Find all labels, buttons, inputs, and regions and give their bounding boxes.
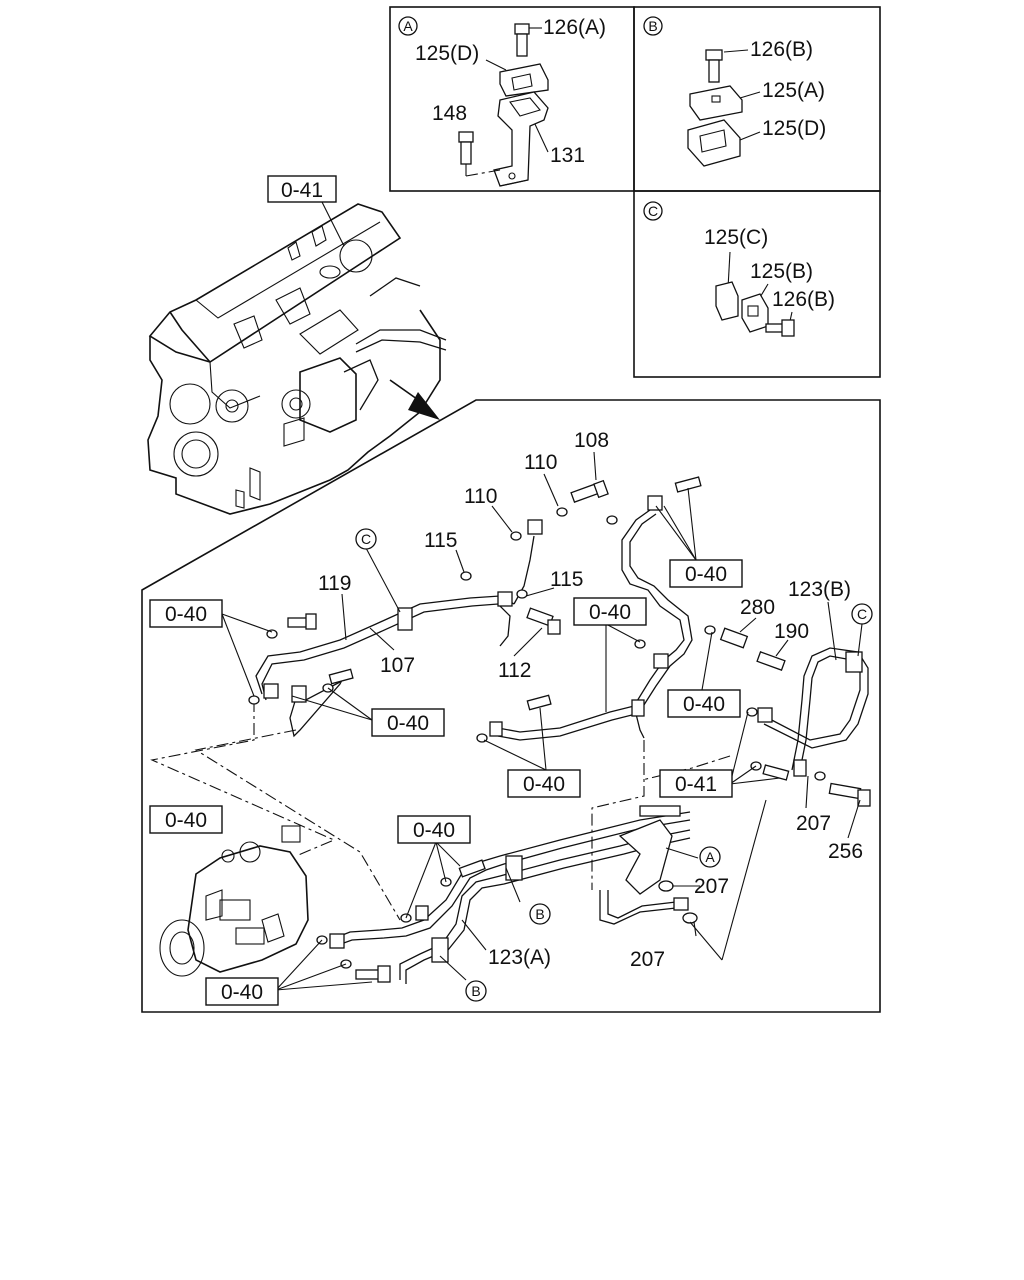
- label-148: 148: [432, 102, 467, 125]
- ref-box-7: 0-40: [149, 805, 223, 834]
- label-119: 119: [318, 572, 351, 595]
- ref-box-9-label: 0-40: [221, 981, 263, 1004]
- label-126a: 126(A): [543, 16, 606, 39]
- label-123a: 123(A): [488, 946, 551, 969]
- label-256: 256: [828, 840, 863, 863]
- ref-box-9: 0-40: [205, 977, 279, 1006]
- inset-a: A 126(A) 125(D) 148 131: [398, 16, 606, 187]
- svg-text:A: A: [705, 849, 715, 865]
- inset-b: B 126(B) 125(A) 125(D): [643, 16, 826, 167]
- svg-text:B: B: [471, 983, 480, 999]
- label-126b-c: 126(B): [772, 288, 835, 311]
- label-125b-c: 125(B): [750, 260, 813, 283]
- label-207-b: 207: [694, 875, 729, 898]
- bracket-131-drawing: [493, 91, 549, 187]
- ref-box-5: 0-40: [667, 689, 741, 718]
- bolt-126b-b-drawing: [705, 49, 723, 83]
- engine-ref-label: 0-41: [281, 179, 323, 202]
- ref-box-6-label: 0-40: [523, 773, 565, 796]
- label-125d-b: 125(D): [762, 117, 826, 140]
- marker-b-1: B: [529, 903, 551, 925]
- ref-box-8: 0-40: [397, 815, 471, 844]
- inset-b-marker: B: [648, 18, 657, 34]
- ref-box-7-label: 0-40: [165, 809, 207, 832]
- label-115-a: 115: [424, 529, 457, 552]
- bolt-126b-c-drawing: [765, 319, 795, 337]
- small-parts: [248, 476, 871, 983]
- ref-box-2: 0-40: [371, 708, 445, 737]
- ref-box-4-label: 0-40: [685, 563, 727, 586]
- label-125c: 125(C): [704, 226, 768, 249]
- detail-frame: [141, 399, 881, 1013]
- inset-c: C 125(C) 125(B) 126(B): [643, 201, 835, 337]
- injection-pump-drawing: [159, 825, 309, 977]
- clamp-125d-b-drawing: [687, 119, 741, 167]
- label-115-b: 115: [550, 568, 583, 591]
- bolt-148-drawing: [458, 131, 501, 177]
- clamp-125d-drawing: [499, 63, 549, 97]
- clamp-125b-drawing: [741, 293, 769, 333]
- ref-box-10-label: 0-41: [675, 773, 717, 796]
- part-labels: 108 110 110 115 115 119 107 112 123(B) 2…: [318, 429, 863, 971]
- marker-c-2: C: [851, 603, 873, 625]
- label-123b: 123(B): [788, 578, 851, 601]
- ref-box-10: 0-41: [659, 769, 733, 798]
- ref-box-5-label: 0-40: [683, 693, 725, 716]
- label-126b-b: 126(B): [750, 38, 813, 61]
- engine-illustration: 0-41: [147, 175, 447, 515]
- bolt-126a-drawing: [514, 23, 530, 57]
- leader-lines: [221, 451, 863, 991]
- circled-markers: C C A B B: [355, 528, 873, 1002]
- clamp-125a-drawing: [689, 85, 743, 121]
- reference-boxes: 0-40 0-40 0-40 0-40 0-40 0-40 0-40 0-40: [149, 559, 743, 1006]
- ref-box-3: 0-40: [573, 597, 647, 626]
- label-207-c: 207: [630, 948, 665, 971]
- marker-c-1: C: [355, 528, 377, 550]
- inset-frames: [389, 6, 881, 378]
- ref-box-6: 0-40: [507, 769, 581, 798]
- label-125a-b: 125(A): [762, 79, 825, 102]
- ref-box-1: 0-40: [149, 599, 223, 628]
- ref-box-1-label: 0-40: [165, 603, 207, 626]
- label-131: 131: [550, 144, 585, 167]
- label-107: 107: [380, 654, 415, 677]
- label-108: 108: [574, 429, 609, 452]
- label-207-a: 207: [796, 812, 831, 835]
- label-110-b: 110: [464, 485, 497, 508]
- label-125d-a: 125(D): [415, 42, 479, 65]
- inset-c-marker: C: [648, 203, 658, 219]
- label-280: 280: [740, 596, 775, 619]
- label-110-a: 110: [524, 451, 557, 474]
- svg-text:B: B: [535, 906, 544, 922]
- label-112: 112: [498, 659, 531, 682]
- ref-box-4: 0-40: [669, 559, 743, 588]
- svg-text:C: C: [361, 531, 371, 547]
- inset-a-marker: A: [403, 18, 413, 34]
- ref-box-2-label: 0-40: [387, 712, 429, 735]
- marker-b-2: B: [465, 980, 487, 1002]
- svg-text:C: C: [857, 606, 867, 622]
- ref-box-8-label: 0-40: [413, 819, 455, 842]
- marker-a: A: [699, 846, 721, 868]
- ref-box-3-label: 0-40: [589, 601, 631, 624]
- label-190: 190: [774, 620, 809, 643]
- clamp-125c-drawing: [715, 281, 739, 321]
